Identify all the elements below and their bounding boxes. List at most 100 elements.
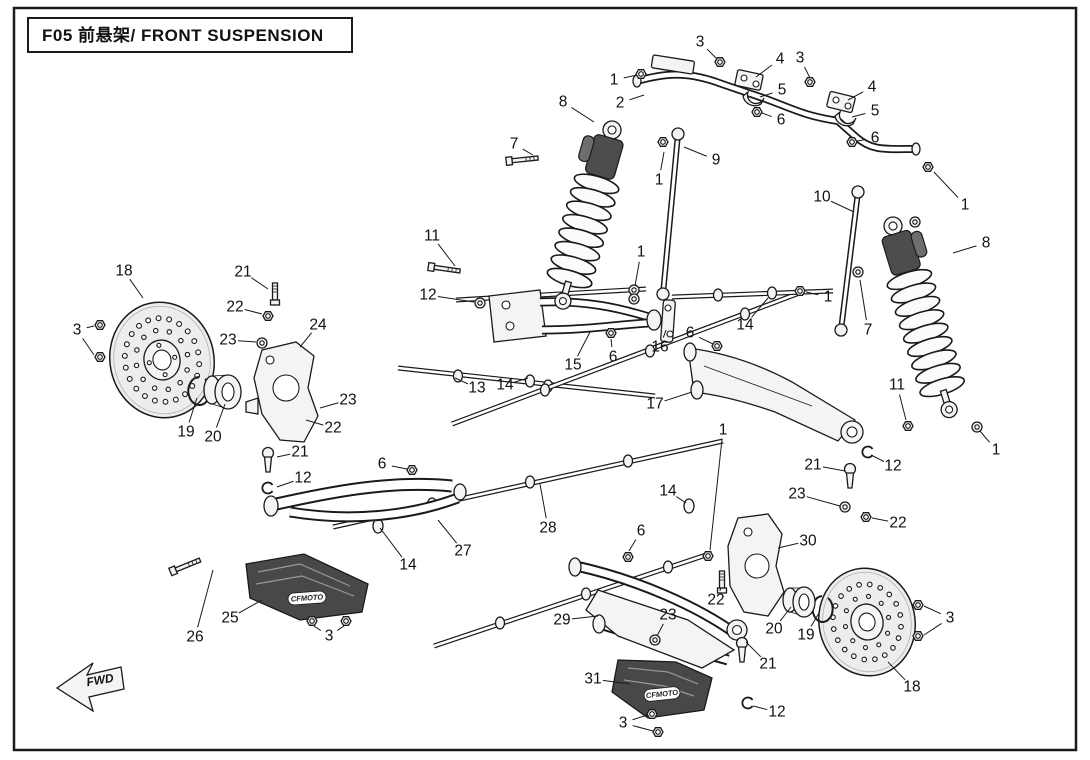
leader-line	[391, 465, 408, 470]
leader-line	[779, 606, 792, 622]
callout-15: 15	[564, 357, 581, 374]
leader-line	[129, 278, 144, 299]
brake-disc-left	[108, 301, 216, 419]
fwd-label: FWD	[85, 671, 115, 690]
leader-line	[250, 277, 269, 290]
leader-line	[745, 641, 762, 658]
upper-arm-left	[488, 289, 662, 343]
callout-3: 3	[696, 34, 705, 51]
callout-12: 12	[294, 470, 311, 487]
leader-line	[610, 338, 613, 348]
sway-bar-bracket-left	[734, 69, 765, 107]
leader-line	[806, 496, 841, 507]
brand-label: CFMOTO	[291, 592, 324, 603]
leader-line	[822, 466, 846, 472]
callout-6: 6	[871, 130, 880, 147]
leader-line	[804, 66, 811, 79]
callout-18: 18	[115, 263, 132, 280]
callout-21: 21	[291, 444, 308, 461]
callout-24: 24	[309, 317, 327, 334]
leader-line	[379, 527, 403, 558]
leader-line	[571, 107, 595, 123]
leader-line	[437, 296, 475, 303]
leader-line	[602, 679, 631, 685]
leader-line	[313, 625, 321, 631]
callout-10: 10	[813, 189, 831, 206]
leader-line	[319, 402, 339, 409]
callout-9: 9	[712, 152, 721, 169]
callout-14: 14	[736, 317, 754, 334]
leader-line	[237, 340, 257, 343]
callout-1: 1	[961, 197, 970, 214]
callout-3: 3	[325, 628, 334, 645]
steering-knuckle-left	[245, 341, 319, 443]
leader-line	[923, 623, 942, 636]
leader-line	[979, 430, 990, 443]
arm-guard-bracket: CFMOTO	[611, 659, 713, 719]
callout-18: 18	[903, 679, 920, 696]
callout-22: 22	[324, 420, 341, 437]
callout-3: 3	[73, 322, 82, 339]
leader-line	[577, 331, 591, 357]
lower-arm-left	[263, 477, 467, 523]
callout-6: 6	[777, 112, 786, 129]
leader-line	[522, 148, 534, 156]
callout-20: 20	[204, 429, 222, 446]
leader-line	[761, 112, 772, 118]
stabilizer-link-left	[656, 127, 685, 301]
leader-line	[810, 612, 820, 627]
callout-16: 16	[651, 339, 668, 356]
leader-line	[859, 279, 867, 321]
leader-line	[632, 714, 648, 721]
brand-label: CFMOTO	[645, 688, 678, 700]
lower-arm-right	[683, 342, 864, 444]
leader-line	[851, 113, 866, 118]
callout-6: 6	[378, 456, 387, 473]
leader-line	[623, 74, 638, 79]
callout-6: 6	[609, 349, 618, 366]
callout-11: 11	[424, 228, 440, 245]
leader-line	[571, 615, 599, 620]
callout-6: 6	[686, 325, 695, 342]
page-title: F05 前悬架/ FRONT SUSPENSION	[42, 25, 324, 45]
leader-line	[805, 291, 819, 296]
callout-4: 4	[776, 51, 785, 68]
leader-line	[215, 403, 226, 428]
callout-12: 12	[419, 287, 436, 304]
leader-line	[634, 261, 640, 287]
callout-5: 5	[871, 103, 880, 120]
callout-3: 3	[619, 715, 628, 732]
callout-29: 29	[553, 612, 570, 629]
steering-knuckle-right	[727, 513, 785, 617]
title-box	[27, 17, 353, 53]
fwd-indicator: FWD	[55, 662, 125, 713]
leader-line	[759, 92, 773, 98]
callout-25: 25	[221, 610, 238, 627]
callout-14: 14	[496, 377, 514, 394]
leader-line	[706, 48, 718, 60]
callout-21: 21	[234, 264, 251, 281]
callout-14: 14	[659, 483, 677, 500]
pivot-shafts	[332, 286, 803, 649]
link-bracket	[660, 299, 676, 343]
parts-layer: CFMOTO CFMOTO	[94, 54, 983, 737]
leader-line	[299, 332, 313, 348]
leader-line	[632, 725, 654, 732]
leader-line	[629, 94, 645, 101]
leader-line	[847, 91, 864, 101]
callout-11: 11	[889, 377, 905, 394]
callout-1: 1	[719, 422, 728, 439]
callout-7: 7	[864, 322, 873, 339]
leader-line	[454, 377, 469, 385]
leader-line	[830, 200, 855, 213]
callout-19: 19	[177, 424, 194, 441]
callout-12: 12	[768, 704, 785, 721]
callout-5: 5	[778, 82, 787, 99]
callout-12: 12	[884, 458, 901, 475]
leader-line	[676, 496, 687, 504]
callout-26: 26	[186, 629, 203, 646]
leader-line	[923, 605, 942, 615]
callout-8: 8	[982, 235, 991, 252]
